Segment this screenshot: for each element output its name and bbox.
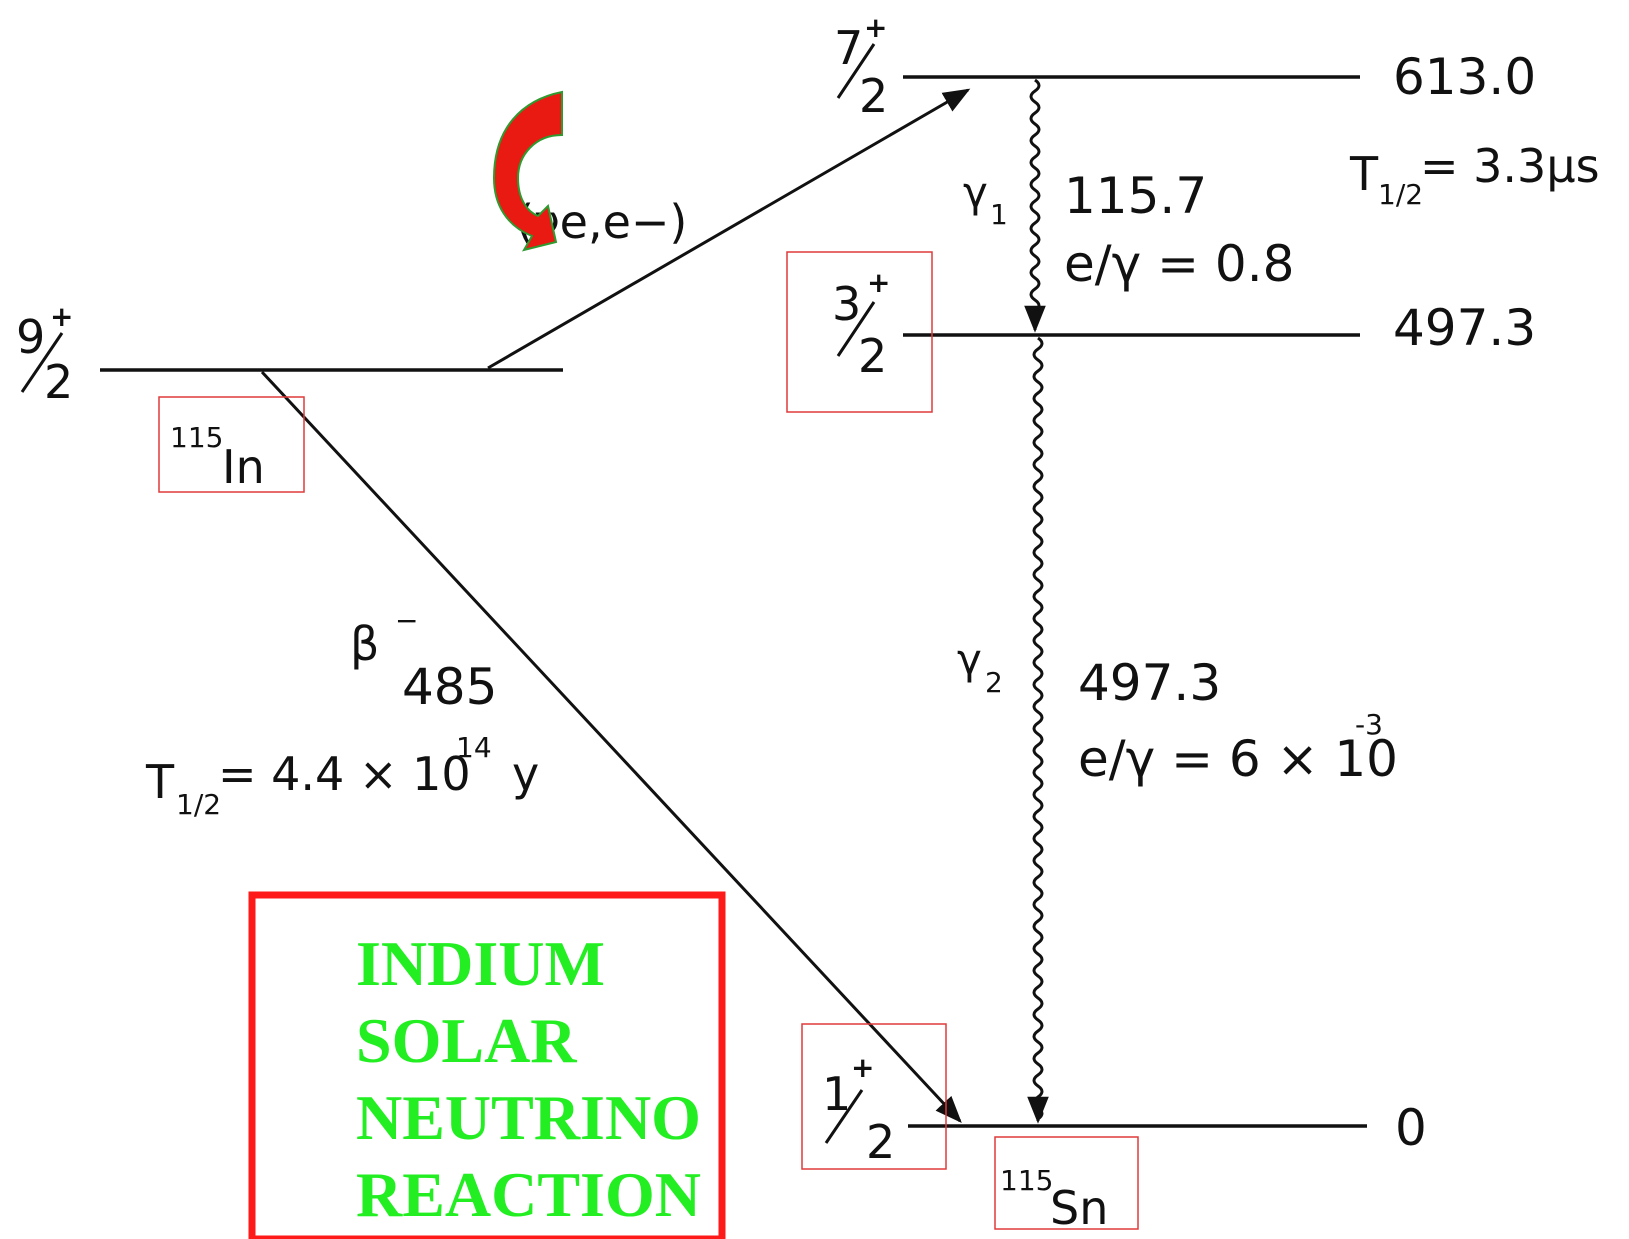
spin-denominator: 2	[859, 69, 888, 123]
spin-numerator: 9	[16, 310, 45, 364]
gamma1-energy: 115.7	[1064, 167, 1207, 225]
highlight-box-sn115	[994, 1136, 1139, 1230]
title-text: INDIUM SOLAR NEUTRINO REACTION	[356, 928, 701, 1230]
spin-denominator: 2	[44, 355, 73, 409]
spin-slash	[824, 1089, 864, 1144]
highlight-box-in115	[158, 396, 305, 493]
spin-label-sn-613: 7 2 +	[834, 11, 888, 123]
curved-arrow-icon	[492, 90, 563, 252]
half-life-subscript: 1/2	[1378, 178, 1423, 211]
mass-number: 115	[170, 421, 223, 454]
gamma2-ratio-exponent: -3	[1355, 708, 1383, 741]
svg-text:T: T	[1349, 147, 1379, 201]
parity-sign: +	[50, 300, 73, 333]
beta-labels: β − 485 T 1/2 = 4.4 × 10 14 y	[145, 604, 539, 821]
spin-slash	[836, 43, 876, 99]
capture-transition-arrow	[487, 88, 971, 370]
spin-slash	[836, 301, 876, 357]
nucleus-label-in115: 115 In	[170, 421, 265, 494]
gamma2-wavy-arrow	[1027, 336, 1049, 1124]
spin-denominator: 2	[866, 1115, 895, 1169]
gamma1-conversion-ratio: e/γ = 0.8	[1064, 235, 1294, 293]
beta-symbol: β	[350, 617, 379, 671]
spin-slash	[20, 332, 64, 393]
spin-numerator: 3	[832, 277, 861, 331]
parity-sign: +	[864, 11, 887, 44]
title-line-2: SOLAR	[356, 1005, 577, 1076]
title-box	[248, 891, 726, 1239]
gamma1-index: 1	[990, 198, 1008, 231]
beta-sign: −	[395, 604, 418, 637]
highlight-box-spin-1-2	[801, 1023, 947, 1170]
title-line-3: NEUTRINO	[356, 1082, 701, 1153]
beta-half-life-unit: y	[512, 747, 539, 801]
gamma1-symbol: γ	[963, 168, 988, 217]
half-life-subscript: 1/2	[176, 788, 221, 821]
title-line-1: INDIUM	[356, 928, 605, 999]
highlight-box-spin-3-2	[786, 251, 933, 413]
element-symbol: Sn	[1050, 1181, 1108, 1235]
energy-497: 497.3	[1393, 299, 1536, 357]
gamma2-index: 2	[985, 666, 1003, 699]
beta-half-life-value: = 4.4 × 10	[218, 747, 471, 801]
energy-613: 613.0	[1393, 48, 1536, 106]
beta-decay-arrow	[260, 370, 962, 1123]
mass-number: 115	[1000, 1164, 1053, 1197]
spin-denominator: 2	[858, 329, 887, 383]
nucleus-label-sn115: 115 Sn	[1000, 1164, 1108, 1235]
beta-endpoint-energy: 485	[402, 658, 497, 716]
gamma2-energy: 497.3	[1078, 654, 1221, 712]
title-line-4: REACTION	[356, 1159, 701, 1230]
energy-0: 0	[1395, 1099, 1427, 1157]
parity-sign: +	[867, 266, 890, 299]
spin-label-sn-ground: 1 2 +	[822, 1051, 895, 1169]
element-symbol: In	[222, 440, 265, 494]
spin-label-in-ground: 9 2 +	[16, 300, 73, 409]
gamma2-labels: γ 2 497.3 e/γ = 6 × 10 -3	[957, 635, 1398, 788]
spin-label-sn-497: 3 2 +	[832, 266, 890, 383]
half-life-symbol: T	[145, 755, 175, 809]
gamma2-conversion-ratio: e/γ = 6 × 10	[1078, 730, 1398, 788]
gamma2-symbol: γ	[957, 635, 982, 684]
gamma1-labels: γ 1 115.7 e/γ = 0.8	[963, 167, 1294, 293]
half-life-value: = 3.3μs	[1420, 139, 1600, 193]
half-life-613: T 1/2 = 3.3μs	[1349, 139, 1600, 211]
gamma1-wavy-arrow	[1024, 78, 1046, 333]
parity-sign: +	[851, 1051, 874, 1084]
beta-half-life-exponent: 14	[456, 731, 492, 764]
